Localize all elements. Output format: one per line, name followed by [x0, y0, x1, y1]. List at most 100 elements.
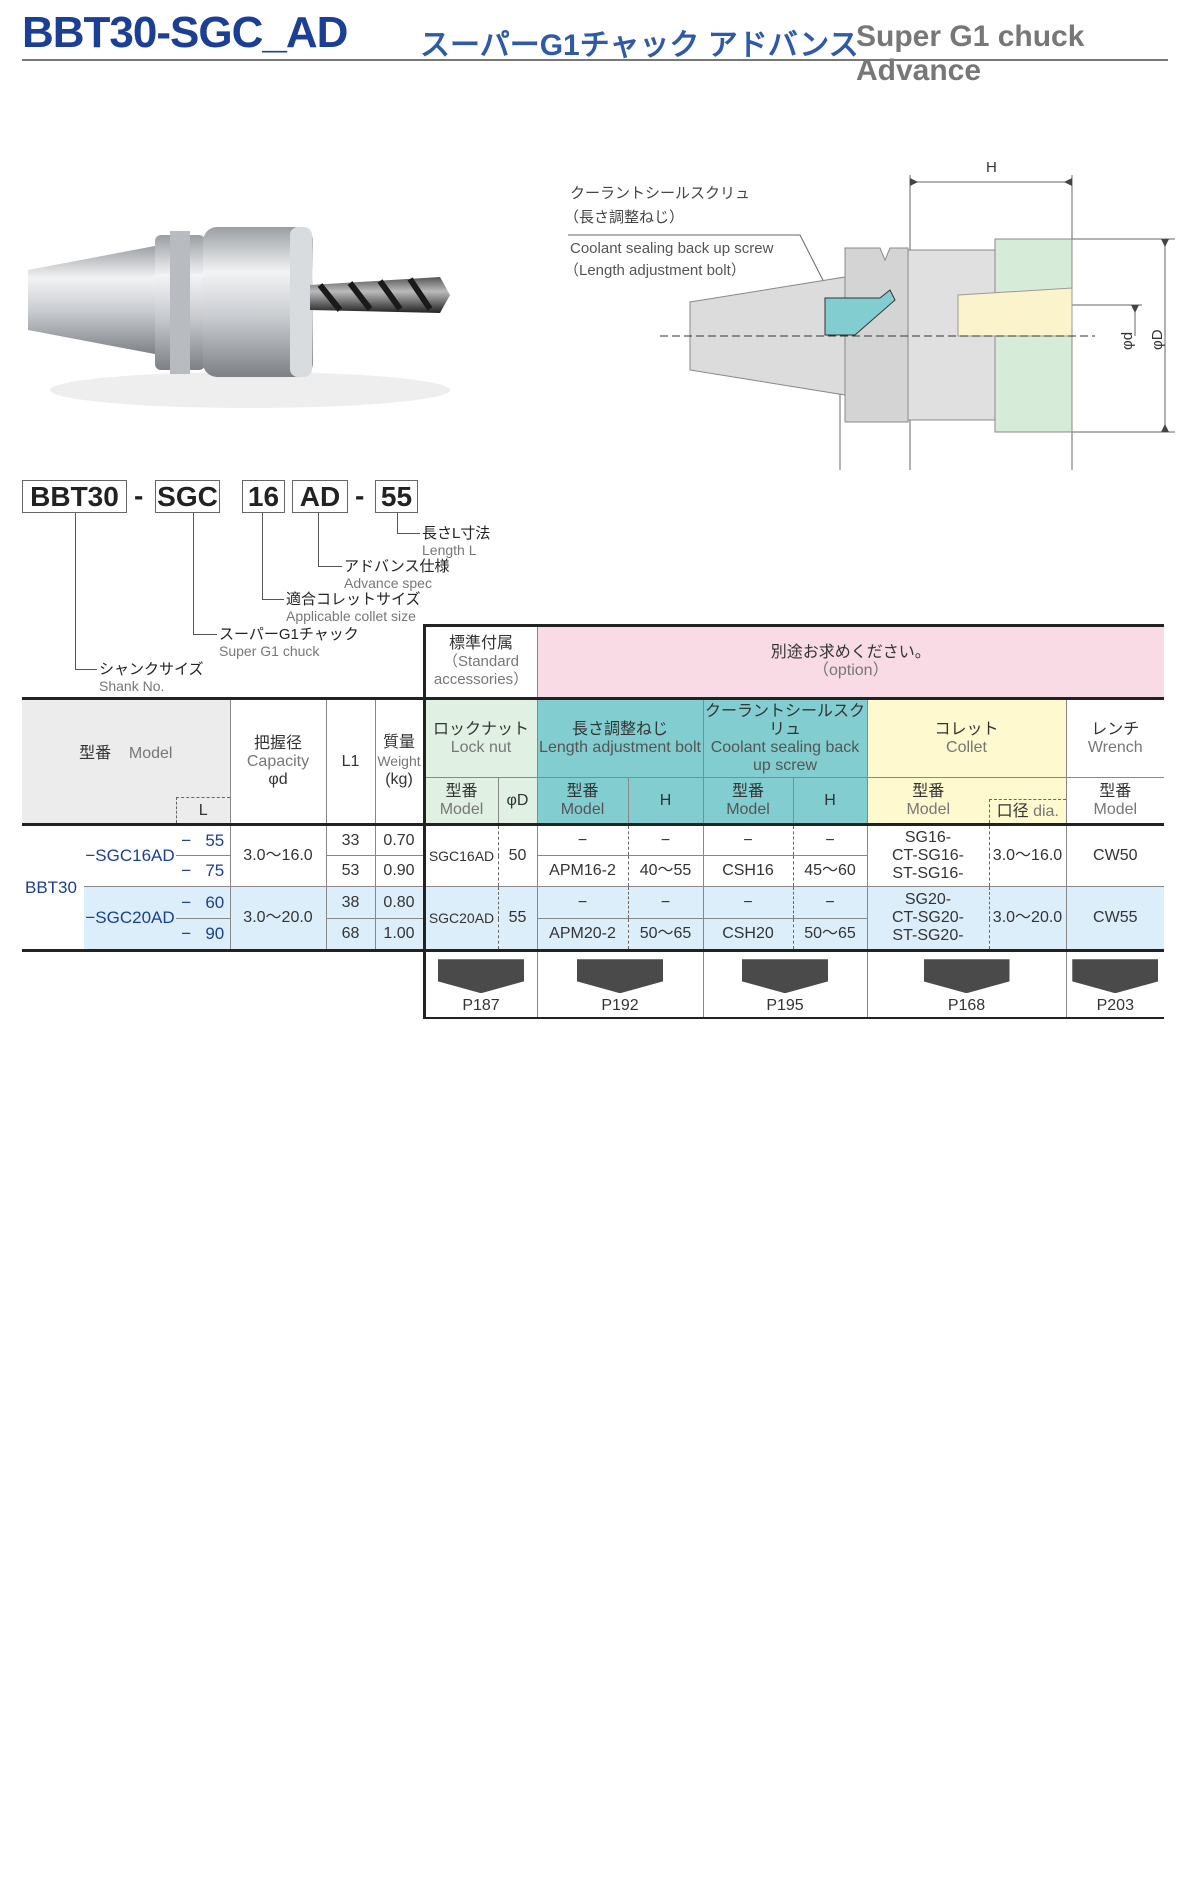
apm-h-cell: − [627, 823, 703, 856]
leader-line [75, 513, 97, 670]
weight-cell: 0.90 [374, 855, 424, 887]
model-cell: −SGC16AD [84, 823, 176, 887]
l-cell: − 60 [176, 886, 230, 919]
shank-cell: BBT30 [22, 823, 84, 951]
l-header: L [176, 797, 230, 823]
code-length: 55 [375, 480, 418, 513]
l-cell: − 75 [176, 855, 230, 887]
label-en-2: （Length adjustment bolt） [564, 262, 746, 279]
code-advance: AD [292, 480, 348, 513]
csh-cell: CSH20 [702, 918, 793, 951]
capacity-cell: 3.0〜16.0 [229, 823, 326, 887]
page-ref-locknut[interactable]: P187 [422, 949, 537, 1019]
page-ref-length-bolt[interactable]: P192 [536, 949, 703, 1019]
model-header: 型番 Model [22, 697, 230, 778]
page-ref-coolant-screw[interactable]: P195 [702, 949, 867, 1019]
apm-cell: APM16-2 [536, 855, 628, 887]
weight-cell: 0.80 [374, 886, 424, 919]
arrow-down-icon [577, 959, 663, 994]
l1-cell: 38 [325, 886, 375, 919]
arrow-down-icon [1072, 959, 1159, 994]
leader-line [397, 513, 420, 534]
code-series: SGC [155, 480, 220, 513]
csh-cell: CSH16 [702, 855, 793, 887]
model-cell: −SGC20AD [84, 886, 176, 951]
csh-h-cell: − [792, 886, 867, 919]
phiD-header: φD [497, 777, 537, 825]
page-ref-collet[interactable]: P168 [866, 949, 1066, 1019]
l1-cell: 53 [325, 855, 375, 887]
collet-cell: SG16-CT-SG16-ST-SG16- [866, 823, 989, 887]
table-row: − 75 53 0.90 APM16-2 40〜55 CSH16 45〜60 [22, 855, 1164, 887]
option-header: 別途お求めください。（option） [536, 624, 1165, 699]
arrow-down-icon [742, 959, 828, 994]
standard-accessories-header: 標準付属（Standard accessories） [422, 624, 537, 699]
leader-line [193, 513, 217, 635]
arrow-down-icon [438, 959, 524, 994]
page-ref-wrench[interactable]: P203 [1065, 949, 1165, 1019]
csh-h-cell: 50〜65 [792, 918, 867, 951]
spec-table: 標準付属（Standard accessories） 別途お求めください。（op… [22, 624, 1165, 1019]
code-shank: BBT30 [22, 480, 127, 513]
collet-cell: SG20-CT-SG20-ST-SG20- [866, 886, 989, 951]
code-collet-size: 16 [242, 480, 285, 513]
leader-line [568, 234, 834, 301]
wrench-cell: CW55 [1065, 886, 1165, 951]
csh-cell: − [702, 823, 793, 856]
subtitle-en: Super G1 chuck Advance [856, 20, 1085, 87]
dim-H-label: H [986, 159, 997, 176]
csh-h-cell: 45〜60 [792, 855, 867, 887]
phiD-cell: 50 [497, 823, 537, 887]
dim-D-label: φD [1149, 329, 1166, 350]
apm-h-cell: 50〜65 [627, 918, 703, 951]
l-cell: − 90 [176, 918, 230, 951]
csh-h-cell: − [792, 823, 867, 856]
l1-cell: 68 [325, 918, 375, 951]
csh-h-header: H [792, 777, 867, 825]
locknut-cell: SGC16AD [422, 823, 498, 887]
dia-cell: 3.0〜16.0 [988, 823, 1066, 887]
dim-L1-label: L1 [984, 467, 1001, 470]
cross-section-diagram: クーラントシールスクリュ （長さ調整ねじ） Coolant sealing ba… [564, 159, 1175, 470]
apm-h-header: H [627, 777, 703, 825]
leader-line [318, 513, 342, 567]
wrench-cell: CW50 [1065, 823, 1165, 887]
weight-cell: 0.70 [374, 823, 424, 856]
apm-h-cell: − [627, 886, 703, 919]
table-row: −SGC20AD − 60 3.0〜20.0 38 0.80 SGC20AD 5… [22, 886, 1165, 951]
label-jp-1: クーラントシールスクリュ [570, 185, 750, 202]
product-photo [28, 227, 450, 408]
subtitle-jp: スーパーG1チャック アドバンス [420, 29, 859, 62]
table-row: BBT30 −SGC16AD − 55 3.0〜16.0 33 0.70 SGC… [22, 823, 1165, 951]
weight-cell: 1.00 [374, 918, 424, 951]
code-sep: - [134, 480, 144, 511]
dim-d-label: φd [1119, 332, 1136, 350]
code-sep: - [355, 480, 365, 511]
apm-h-cell: 40〜55 [627, 855, 703, 887]
dia-header: 口径 dia. [989, 799, 1066, 823]
title-divider [22, 59, 1168, 61]
apm-cell: − [536, 823, 628, 856]
l1-cell: 33 [325, 823, 375, 856]
page-title: BBT30-SGC_AD [22, 8, 348, 57]
locknut-cell: SGC20AD [422, 886, 498, 951]
apm-cell: APM20-2 [536, 918, 628, 951]
apm-cell: − [536, 886, 628, 919]
